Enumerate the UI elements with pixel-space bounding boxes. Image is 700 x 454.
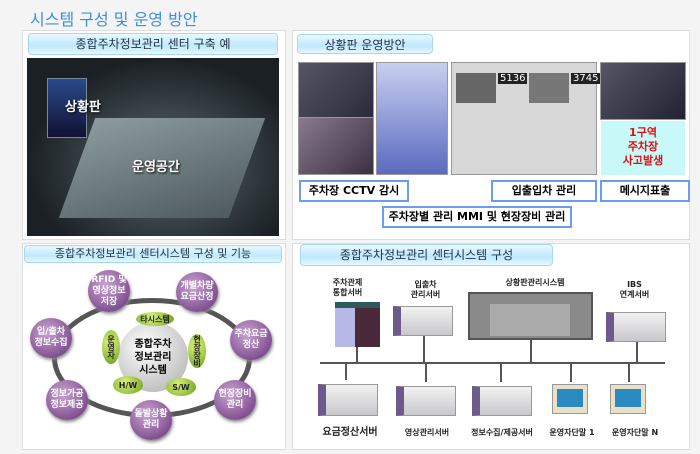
garage-photos [600, 62, 686, 120]
label-parking-control-server: 주차관제 통합서버 [332, 278, 363, 297]
entry-exit-screen: 5136 3745 [451, 62, 601, 175]
board-system-icon [468, 292, 593, 340]
callout-mmi: 주차장별 관리 MMI 및 현장장비 관리 [382, 206, 572, 228]
terminal-icon [552, 384, 588, 414]
alert-message: 1구역 주차장 사고발생 [601, 121, 685, 175]
callout-message: 메시지표출 [600, 180, 690, 202]
label-board-system: 상황판관리시스템 [505, 278, 565, 287]
situation-board-header: 상황판 운영방안 [297, 34, 433, 54]
leaf-hardware: H/W [113, 376, 143, 394]
bubble-incident: 돌발상황 관리 [130, 400, 172, 440]
terminal-icon [610, 384, 646, 414]
leaf-field-equipment: 현장장비 [188, 334, 206, 368]
control-room-image: 상황판 운영공간 [27, 58, 279, 236]
label-terminal-n: 운영자단말 N [611, 428, 659, 437]
label-video-server: 영상관리서버 [404, 428, 450, 437]
system-function-header: 종합주차정보관리 센터시스템 구성 및 기능 [24, 245, 282, 263]
bubble-field-manage: 현장장비 관리 [214, 380, 256, 420]
bubble-fee-calc: 개별차량 요금산정 [176, 272, 218, 312]
bubble-rfid: RFID 및 영상정보 저장 [88, 270, 130, 312]
server-icon [318, 384, 378, 416]
parking-mmi-image [376, 62, 448, 175]
label-ibs-server: IBS 연계서버 [619, 280, 650, 299]
leaf-software: S/W [166, 378, 196, 396]
label-entry-server: 입출차 관리서버 [410, 280, 441, 299]
label-fee-server: 요금정산서버 [322, 427, 378, 438]
tower-server-icon [335, 302, 380, 347]
page-title: 시스템 구성 및 운영 방안 [30, 10, 198, 29]
leaf-operator: 운영자 [102, 330, 120, 364]
server-icon [396, 386, 456, 416]
label-info-server: 정보수집/제공서버 [471, 428, 533, 437]
operation-space-label: 운영공간 [132, 160, 180, 175]
center-example-header: 종합주차정보관리 센터 구축 예 [28, 33, 278, 55]
server-icon [393, 306, 453, 336]
cctv-photos-2 [298, 117, 374, 175]
network-bus [320, 362, 665, 364]
bubble-info-provide: 정보가공 정보제공 [46, 380, 88, 420]
situation-board-label: 상황판 [65, 100, 101, 115]
server-icon [472, 386, 532, 416]
callout-entry-exit: 입출입차 관리 [491, 180, 597, 202]
leaf-other-systems: 타시스템 [136, 312, 174, 326]
bubble-entry-collect: 입/출차 정보수집 [30, 318, 72, 358]
bubble-fee-settle: 주차요금 정산 [230, 320, 272, 360]
system-config-header: 종합주차정보관리 센터시스템 구성 [300, 244, 553, 266]
server-icon [606, 312, 666, 342]
callout-cctv: 주차장 CCTV 감시 [299, 180, 409, 202]
label-terminal-1: 운영자단말 1 [549, 428, 595, 437]
